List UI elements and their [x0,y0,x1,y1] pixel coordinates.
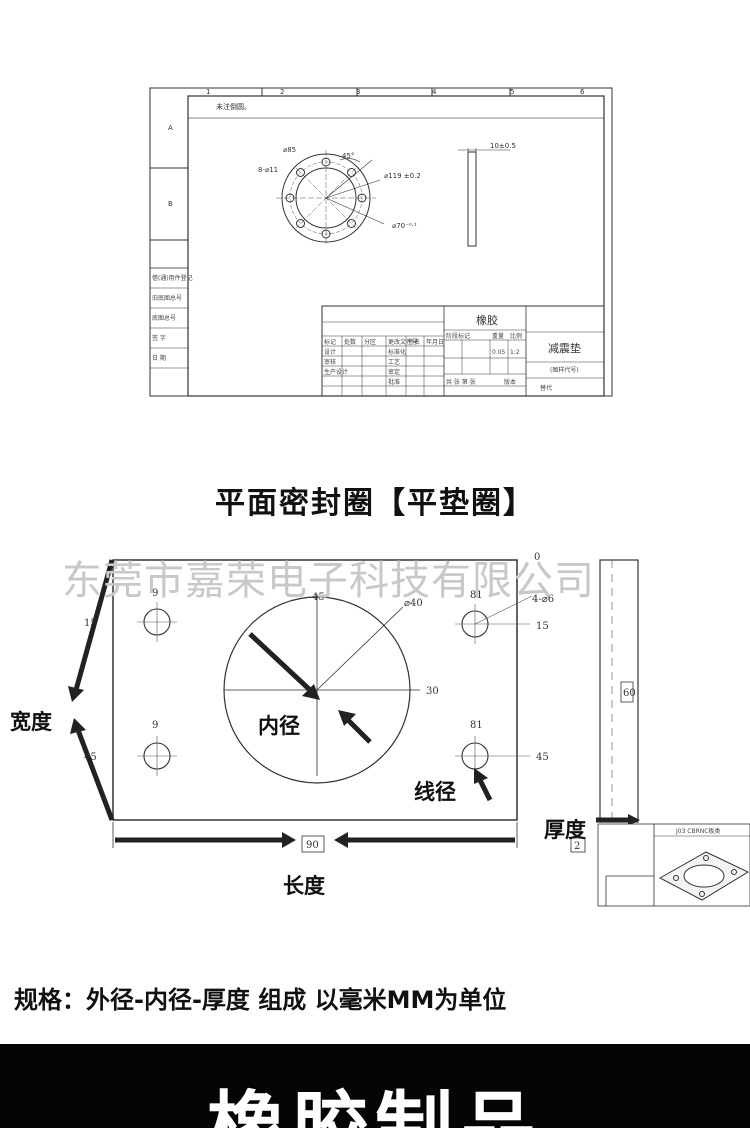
title-block: 橡胶 减震垫 (图样代号) 标记 处数 分区 更改文件号 签名 年月日 设计 标… [321,305,605,397]
title-drawing-no: (图样代号) [550,366,579,374]
cell-20: 版本 [504,378,516,386]
dim-45-right: 45 [536,752,549,763]
dim-4x6: 4-⌀6 [532,594,554,605]
label-width: 宽度 [10,710,52,734]
cell-5: 签名 [408,338,420,346]
cell-1: 标记 [324,338,336,346]
cell-9: 审核 [324,358,336,366]
cell-7: 设计 [324,348,336,356]
title-material: 橡胶 [476,313,498,327]
annotation-arrows [68,559,640,848]
side-label-1: 借(通)用件登记 [152,274,193,282]
drawing-note: 未注倒圆。 [216,102,251,111]
grid-label-4: 4 [432,88,437,96]
dim-81-top: 81 [470,590,483,601]
dim-holes: 8-⌀11 [258,166,278,174]
flange-front-view [276,150,385,246]
grid-label-b: B [168,200,173,208]
dim-81-bottom: 81 [470,720,483,731]
dim-9-bottom: 9 [152,720,158,731]
cell-14: 阶段标记 [446,332,470,340]
footer-title: 橡胶制品 [0,1066,750,1128]
inset-product-image: J03 CBRNC板类 [597,823,750,907]
dim-30: 30 [426,686,439,697]
dim-15-right: 15 [536,621,549,632]
cell-8: 标准化 [388,348,406,356]
label-thickness: 厚度 [544,818,586,842]
cell-4: 更改文件号 [388,338,418,346]
side-label-3: 底图总号 [152,314,176,322]
dim-60: 60 [623,688,636,699]
cell-17: 0.05 [492,349,506,356]
grid-label-2: 2 [280,88,284,96]
dim-d70: ⌀70⁻⁰·¹ [392,222,417,230]
dim-zero: 0 [534,552,540,563]
section-heading: 平面密封圈【平垫圈】 [215,486,535,521]
title-part-name: 减震垫 [548,341,581,355]
watermark: 东莞市嘉荣电子科技有限公司 [62,558,595,604]
dim-15-left: 15 [84,618,97,629]
cell-12: 审定 [388,368,400,376]
inset-label: J03 CBRNC板类 [675,827,720,835]
grid-label-3: 3 [356,88,360,96]
dim-d40: ⌀40 [404,598,423,609]
grid-label-5: 5 [510,88,514,96]
cell-10: 工艺 [388,358,400,366]
footer-band: 橡胶制品 [0,1044,750,1128]
cell-3: 分区 [364,338,376,346]
cell-15: 重量 [492,332,504,340]
grid-label-6: 6 [580,88,585,96]
cell-16: 比例 [510,332,522,340]
grid-label-1: 1 [206,88,210,96]
technical-drawing: 1 2 3 4 5 6 A B 未注倒圆。 借(通)用件登记 旧底图总号 底图总… [149,87,613,397]
cell-6: 年月日 [426,338,444,346]
flange-side-view [467,151,477,247]
cell-18: 1:2 [510,349,520,356]
side-label-4: 签 字 [152,334,166,342]
spec-text: 规格：外径-内径-厚度 组成 以毫米MM为单位 [14,986,507,1014]
cell-13: 批准 [388,378,400,386]
label-line-diameter: 线径 [414,780,456,804]
gasket-plate [112,559,518,821]
cell-19: 共 张 第 张 [446,378,476,386]
cell-21: 替代 [540,384,552,392]
side-label-5: 日 期 [152,354,166,362]
label-length: 长度 [283,874,325,898]
side-label-2: 旧底图总号 [152,294,182,302]
dim-d85: ⌀85 [283,146,296,154]
dim-d119: ⌀119 ±0.2 [384,172,421,180]
dim-2: 2 [574,841,580,852]
dim-45-circle: 45 [312,592,325,603]
cell-11: 生产设计 [324,368,348,376]
cell-2: 处数 [344,338,356,346]
dim-45deg: 45° [342,152,354,160]
grid-label-a: A [168,124,173,132]
label-inner-diameter: 内径 [258,714,300,738]
dim-thickness: 10±0.5 [490,142,516,150]
dim-90: 90 [306,840,319,851]
dim-9-top: 9 [152,588,158,599]
